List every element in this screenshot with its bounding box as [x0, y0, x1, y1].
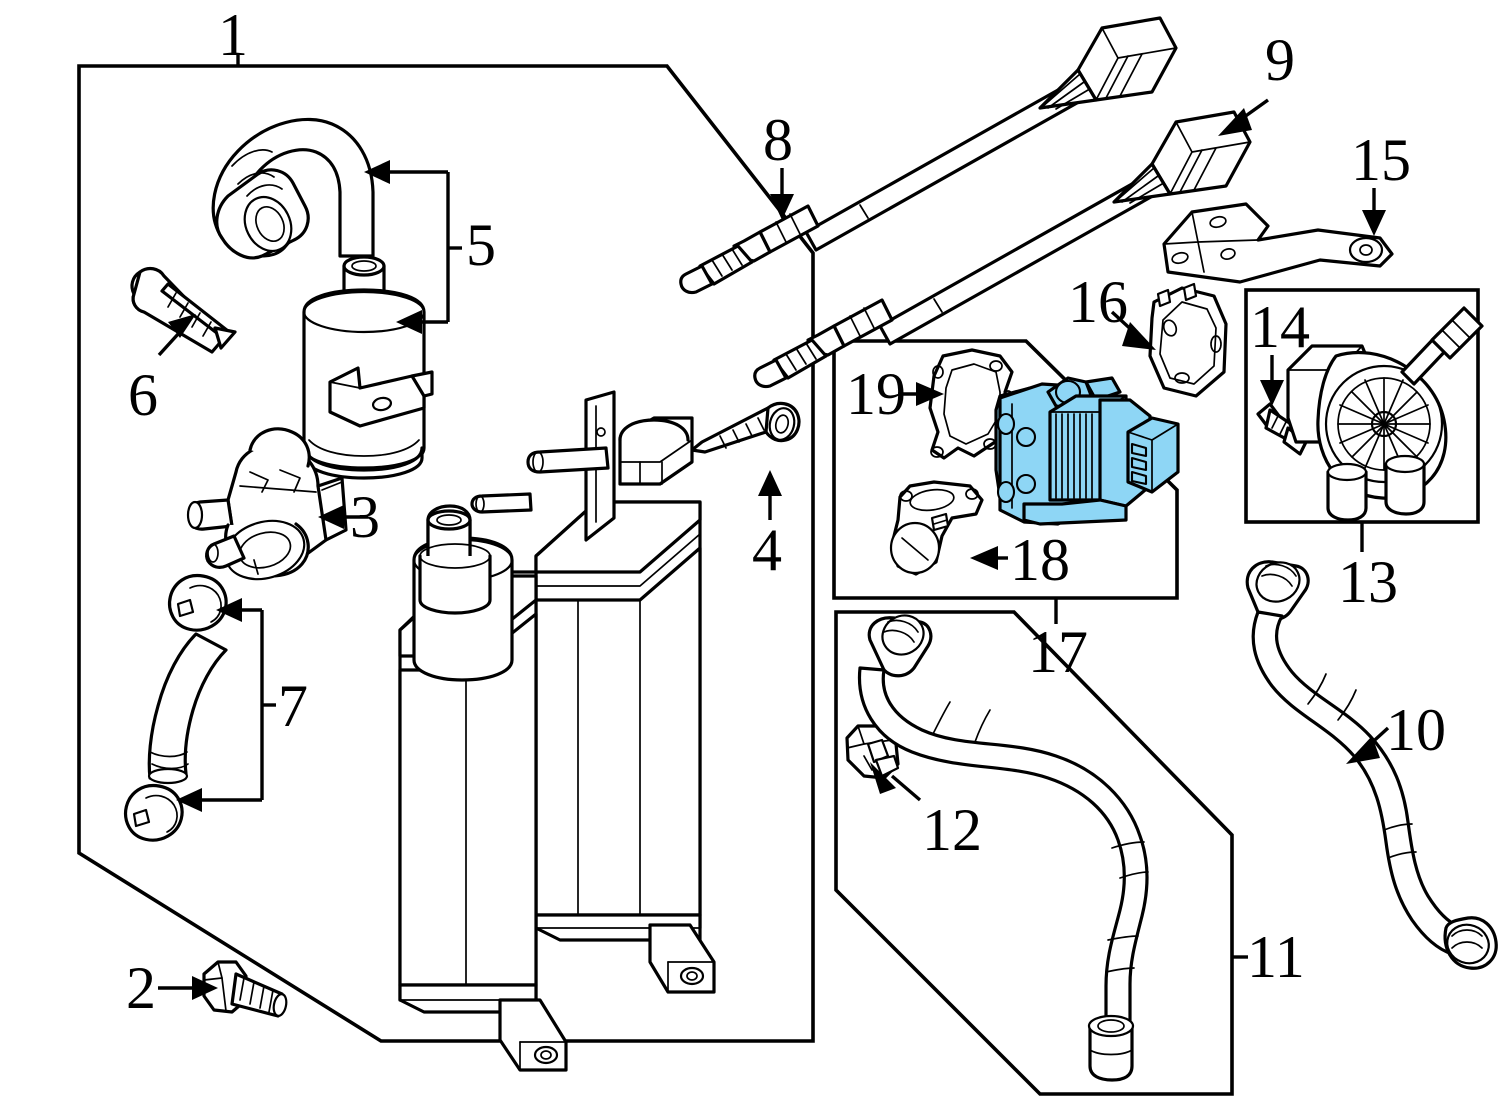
callout-label-5[interactable]: 5	[466, 212, 496, 278]
callout-label-12[interactable]: 12	[922, 797, 982, 863]
leader-5	[364, 160, 462, 334]
callout-label-16[interactable]: 16	[1068, 269, 1128, 335]
leader-8	[770, 168, 794, 220]
leader-2	[158, 976, 218, 1000]
leader-16	[1110, 310, 1156, 350]
leader-4	[758, 470, 782, 520]
part-13-air-pump[interactable]	[1286, 306, 1484, 522]
part-16-gasket[interactable]	[1148, 282, 1228, 398]
part-19-egr-gasket[interactable]	[928, 348, 1014, 460]
group-box-1[interactable]	[77, 64, 815, 1043]
part-11-secondary-air-pipe[interactable]	[857, 608, 1149, 1082]
part-15-pump-bracket[interactable]	[1162, 202, 1394, 284]
leader-7	[176, 598, 276, 812]
callout-label-6[interactable]: 6	[128, 362, 158, 428]
callout-label-7[interactable]: 7	[278, 673, 308, 739]
callout-label-14[interactable]: 14	[1250, 294, 1310, 360]
callout-label-15[interactable]: 15	[1351, 127, 1411, 193]
part-5-vapor-filter[interactable]	[302, 255, 434, 480]
group-box-17[interactable]	[832, 339, 1179, 600]
callout-label-10[interactable]: 10	[1386, 697, 1446, 763]
leader-12	[870, 762, 922, 802]
leader-15	[1362, 188, 1386, 236]
group-box-11[interactable]	[834, 610, 1234, 1096]
part-9-oxygen-sensor[interactable]	[753, 110, 1252, 389]
part-7-hose[interactable]	[147, 632, 228, 785]
part-4-self-tapping-screw[interactable]	[690, 401, 801, 454]
part-17-egr-valve-highlighted[interactable]	[994, 376, 1180, 526]
callout-label-18[interactable]: 18	[1010, 527, 1070, 593]
part-1-charcoal-canister[interactable]	[398, 390, 716, 1072]
callout-label-19[interactable]: 19	[846, 361, 906, 427]
callout-label-2[interactable]: 2	[126, 955, 156, 1021]
callout-label-17[interactable]: 17	[1028, 619, 1088, 685]
leader-9	[1218, 98, 1269, 136]
part-10-air-injection-hose[interactable]	[1245, 555, 1498, 970]
part-2-flange-bolt[interactable]	[202, 960, 288, 1018]
callout-label-13[interactable]: 13	[1338, 549, 1398, 615]
callout-label-8[interactable]: 8	[763, 107, 793, 173]
part-3-purge-solenoid-valve[interactable]	[186, 427, 348, 588]
callout-label-9[interactable]: 9	[1265, 27, 1295, 93]
callout-label-4[interactable]: 4	[752, 517, 782, 583]
leader-14	[1260, 355, 1284, 406]
callout-label-11[interactable]: 11	[1247, 924, 1305, 990]
callout-label-1[interactable]: 1	[218, 2, 248, 68]
leader-18	[970, 546, 1008, 570]
part-18-egr-tube-adapter[interactable]	[889, 480, 984, 576]
callout-label-3[interactable]: 3	[350, 484, 380, 550]
part-7-clamp-upper[interactable]	[168, 573, 228, 632]
leader-6	[157, 314, 196, 357]
leader-19	[898, 382, 944, 406]
part-5-vapor-hose[interactable]	[211, 117, 375, 260]
leader-10	[1346, 726, 1390, 764]
part-7-clamp-lower[interactable]	[124, 783, 184, 842]
leader-3	[318, 505, 368, 529]
part-6-screw[interactable]	[130, 266, 237, 354]
part-8-oxygen-sensor[interactable]	[679, 16, 1178, 295]
part-12-pressure-sensor-connector[interactable]	[845, 724, 900, 780]
